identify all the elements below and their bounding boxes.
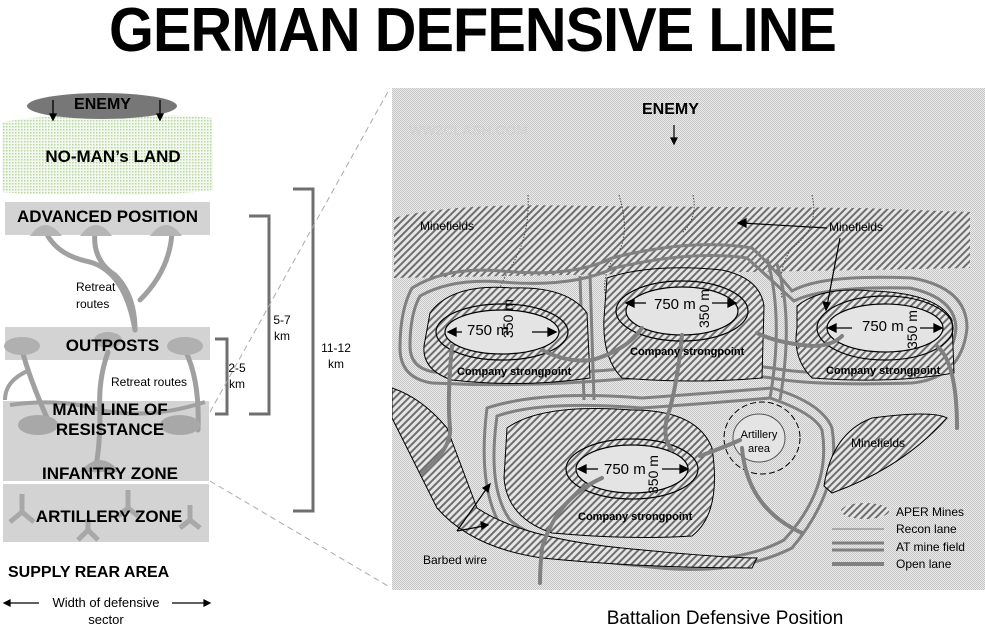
depth-label-11-12km: 11-12 km xyxy=(318,340,354,372)
enemy-shape xyxy=(27,93,177,119)
sp3-depth: 350 m xyxy=(904,310,920,349)
retreat-routes-lower-label: Retreat routes xyxy=(111,375,188,389)
enemy-label: ENEMY xyxy=(74,96,131,113)
retreat-routes-upper-line1: Retreat xyxy=(76,280,116,294)
legend-at-mine-field-symbol xyxy=(832,541,884,552)
mlr-routes xyxy=(3,368,206,416)
map-caption: Battalion Defensive Position xyxy=(606,608,844,629)
width-line1: Width of defensive xyxy=(52,595,160,610)
depth-unit: km xyxy=(229,377,245,391)
minefields-arrows xyxy=(736,218,841,312)
legend-recon-lane-label: Recon lane xyxy=(896,522,957,536)
map-enemy-label: ENEMY xyxy=(642,101,699,118)
sp2-depth: 350 m xyxy=(696,289,712,328)
legend-aper-mines-symbol xyxy=(841,503,889,519)
minefields-label-top-right: Minefields xyxy=(829,220,884,234)
strongpoint-1-core xyxy=(435,303,569,361)
defense-zones-diagram xyxy=(2,87,390,607)
depth-value: 2-5 xyxy=(228,361,246,375)
depth-value: 11-12 xyxy=(321,341,351,355)
sp4-label: Company strongpoint xyxy=(578,511,693,523)
barbed-wire-label: Barbed wire xyxy=(423,553,488,567)
minefields-label-left: Minefields xyxy=(420,219,475,233)
retreat-routes-upper xyxy=(42,227,175,333)
artillery-line1: Artillery xyxy=(740,429,778,441)
sp3-width: 750 m xyxy=(862,318,904,335)
zoom-guide-top xyxy=(209,87,390,413)
watermark: WW2CLASH.COM xyxy=(409,122,528,138)
minefield-east xyxy=(823,413,948,494)
minefields-label-east: Minefields xyxy=(851,436,906,450)
legend-open-lane-label: Open lane xyxy=(896,557,952,571)
artillery-area-label: Artillery area xyxy=(738,428,780,456)
mlr-line2: RESISTANCE xyxy=(55,420,165,439)
sp3-label: Company strongpoint xyxy=(826,365,941,377)
barbed-wire-arrows xyxy=(456,482,491,532)
depth-label-2-5km: 2-5 km xyxy=(226,360,248,392)
artillery-symbols xyxy=(8,490,202,542)
depth-label-5-7km: 5-7 km xyxy=(270,312,294,344)
artillery-area-wire xyxy=(723,401,801,475)
sp4-depth: 350 m xyxy=(645,455,661,494)
retreat-routes-upper-label: Retreat routes xyxy=(76,279,115,313)
sp4-width: 750 m xyxy=(604,461,646,478)
bracket-11-12km xyxy=(293,187,315,513)
mushroom-advanced xyxy=(30,225,182,236)
depth-value: 5-7 xyxy=(273,313,291,327)
sp1-depth: 350 m xyxy=(500,299,516,338)
outpost-mounds xyxy=(4,332,203,355)
no-mans-land-label: NO-MAN’s LAND xyxy=(45,147,181,166)
bracket-2-5km xyxy=(215,337,229,416)
depth-unit: km xyxy=(328,357,344,371)
artillery-zone-label: ARTILLERY ZONE xyxy=(35,507,183,526)
width-of-sector-label: Width of defensive sector xyxy=(40,594,172,628)
open-lanes xyxy=(420,326,959,585)
artillery-zone-bar xyxy=(3,484,209,542)
page-title: GERMAN DEFENSIVE LINE xyxy=(109,0,837,65)
enemy-arrow-left xyxy=(48,100,58,122)
legend-at-mine-field-label: AT mine field xyxy=(896,540,965,554)
sp1-width: 750 m xyxy=(467,322,509,339)
artillery-line2: area xyxy=(747,443,771,455)
minefield-band xyxy=(394,205,970,278)
strongpoint-3-core xyxy=(816,295,954,361)
outposts-label: OUTPOSTS xyxy=(65,336,160,355)
bracket-5-7km xyxy=(249,214,271,416)
no-mans-land-area xyxy=(2,115,213,195)
mlr-line1: MAIN LINE OF xyxy=(52,400,168,419)
depth-unit: km xyxy=(274,329,290,343)
mlr-mounds xyxy=(18,415,200,472)
artillery-area xyxy=(732,413,786,463)
enemy-arrow-right xyxy=(155,100,165,122)
sp2-width: 750 m xyxy=(654,296,696,313)
supply-rear-area-label: SUPPLY REAR AREA xyxy=(8,564,170,581)
zoom-guide-bottom xyxy=(209,480,389,587)
advanced-position-label: ADVANCED POSITION xyxy=(16,207,199,226)
mlr-label: MAIN LINE OF RESISTANCE xyxy=(5,400,215,440)
width-arrow-right xyxy=(172,599,212,607)
sp2-label: Company strongpoint xyxy=(630,346,745,358)
retreat-routes-upper-line2: routes xyxy=(76,297,110,311)
dimension-arrows xyxy=(446,297,944,475)
map-enemy-arrow xyxy=(670,125,678,146)
sp1-label: Company strongpoint xyxy=(457,366,572,378)
battalion-map xyxy=(392,88,985,590)
width-line2: sector xyxy=(88,612,124,627)
infantry-zone-label: INFANTRY ZONE xyxy=(41,464,178,483)
legend-aper-mines-label: APER Mines xyxy=(896,505,965,519)
width-arrow-left xyxy=(2,599,39,607)
